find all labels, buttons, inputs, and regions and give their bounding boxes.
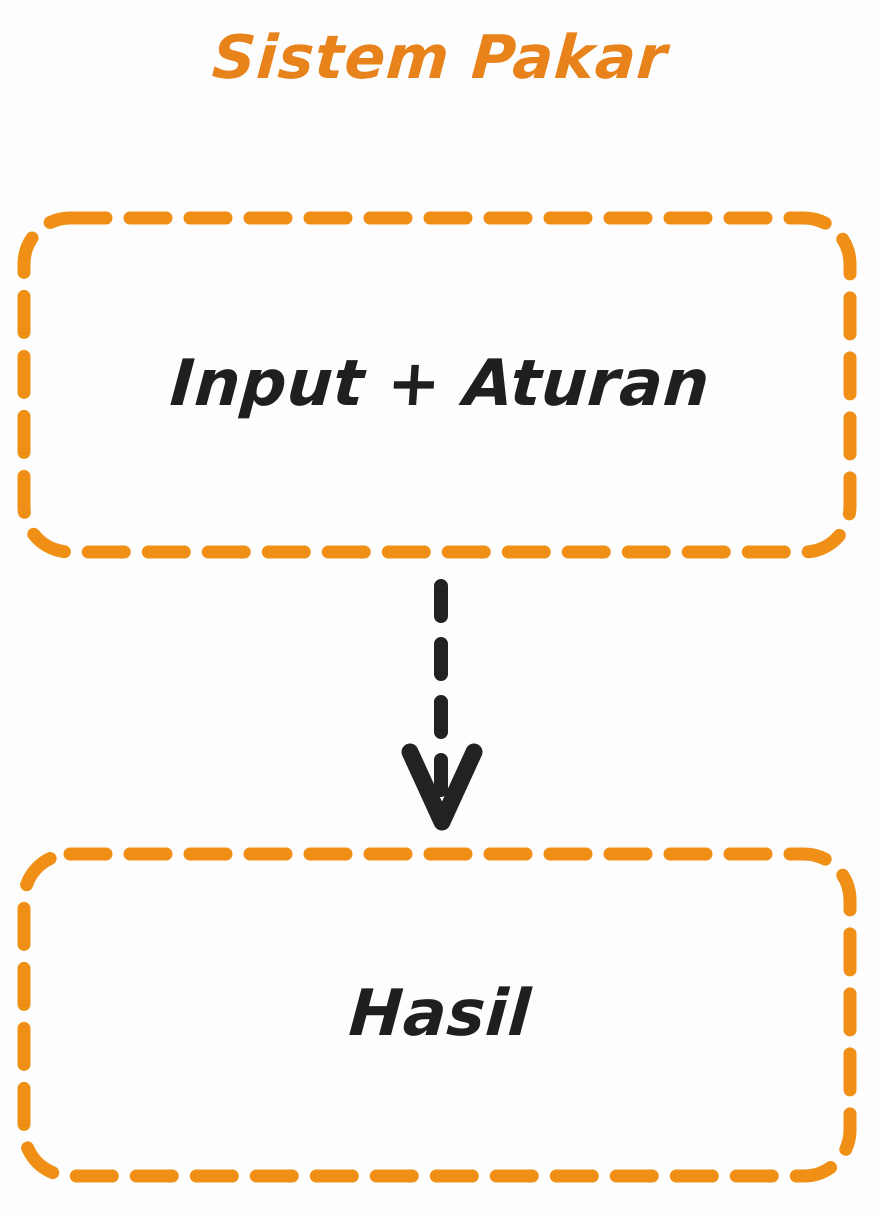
- node-input-aturan[interactable]: [18, 212, 856, 558]
- edge-input-to-hasil[interactable]: [400, 575, 490, 830]
- page-title: Sistem Pakar: [210, 23, 670, 93]
- node-hasil[interactable]: [18, 848, 856, 1180]
